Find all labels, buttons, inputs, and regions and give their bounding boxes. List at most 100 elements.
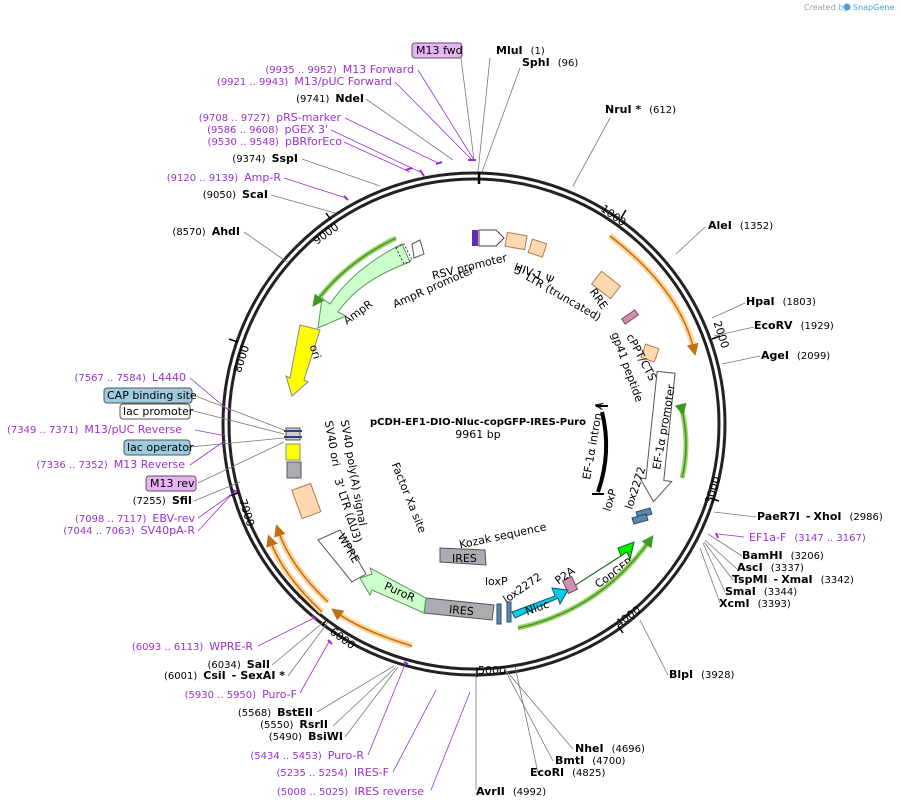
svg-text:CAP binding site: CAP binding site bbox=[107, 389, 197, 402]
svg-text:M13 rev: M13 rev bbox=[150, 477, 195, 490]
ef1a-intron-arc bbox=[596, 411, 609, 493]
enzyme-bsteii[interactable]: (5568)BstEII bbox=[238, 706, 313, 719]
loxp-1-label: loxP bbox=[600, 487, 619, 513]
factor-xa-label: Factor Xa site bbox=[389, 461, 429, 535]
loxp-2-label: loxP bbox=[485, 575, 508, 588]
primer-m13-puc-forward[interactable]: (9921 .. 9943)M13/pUC Forward bbox=[217, 75, 392, 88]
primer-wpre-r[interactable]: (6093 .. 6113)WPRE-R bbox=[132, 640, 253, 653]
snapgene-logo-icon bbox=[843, 3, 851, 11]
ires-1-label: IRES bbox=[452, 552, 477, 565]
enzyme-ecorv[interactable]: EcoRV(1929) bbox=[754, 319, 834, 332]
tick-3000: 3000 bbox=[702, 475, 723, 506]
enzyme-xcmi[interactable]: XcmI(3393) bbox=[719, 597, 791, 610]
tick-5000: 5000 bbox=[478, 664, 506, 677]
primer-puro-r[interactable]: (5434 .. 5453)Puro-R bbox=[250, 749, 364, 762]
enzyme-ahdi[interactable]: (8570)AhdI bbox=[172, 225, 240, 238]
badge-cap-binding-site[interactable]: CAP binding site bbox=[103, 387, 197, 404]
primer-prs-marker[interactable]: (9708 .. 9727)pRS-marker bbox=[199, 111, 342, 124]
primer-pgex-3[interactable]: (9586 .. 9608)pGEX 3' bbox=[207, 123, 328, 136]
tick-9000: 9000 bbox=[311, 220, 341, 247]
kozak-label: Kozak sequence bbox=[458, 520, 548, 551]
gp41-marker bbox=[621, 309, 639, 325]
enzyme-sali[interactable]: (6034)SalI bbox=[208, 658, 270, 671]
enzyme-scai[interactable]: (9050)ScaI bbox=[203, 188, 268, 201]
credit-text: Created by bbox=[804, 3, 848, 12]
badge-lac-operator[interactable]: lac operator bbox=[123, 439, 194, 456]
primer-sv40pa-r[interactable]: (7044 .. 7063)SV40pA-R bbox=[63, 524, 195, 537]
primer-ires-f[interactable]: (5235 .. 5254)IRES-F bbox=[276, 766, 389, 779]
leader-lines bbox=[193, 57, 761, 790]
enzyme-ecori[interactable]: EcoRI(4825) bbox=[530, 766, 606, 779]
ires-1-box bbox=[439, 547, 487, 566]
enzyme-paer7i[interactable]: PaeR7I-XhoI(2986) bbox=[757, 510, 883, 523]
primer-ebv-rev[interactable]: (7098 .. 7117)EBV-rev bbox=[75, 512, 195, 525]
enzyme-alei[interactable]: AleI(1352) bbox=[708, 219, 773, 232]
primer-pbrforeco[interactable]: (9530 .. 9548)pBRforEco bbox=[208, 135, 343, 148]
enzyme-hpai[interactable]: HpaI(1803) bbox=[746, 295, 816, 308]
p2a-marker bbox=[561, 575, 579, 595]
rsv-promoter-arrow bbox=[478, 229, 505, 247]
enzyme-sspi[interactable]: (9374)SspI bbox=[232, 152, 298, 165]
enzyme-smai[interactable]: SmaI(3344) bbox=[725, 585, 797, 598]
primer-ires-reverse[interactable]: (5008 .. 5025)IRES reverse bbox=[277, 785, 424, 798]
enzyme-nrui[interactable]: NruI *(612) bbox=[605, 103, 676, 116]
ires-2-label: IRES bbox=[448, 603, 474, 618]
primer-m13-forward[interactable]: (9935 .. 9952)M13 Forward bbox=[265, 63, 414, 76]
sv40-ori-box bbox=[285, 443, 301, 461]
enzyme-sfii[interactable]: (7255)SfiI bbox=[133, 494, 192, 507]
enzyme-bsiwi[interactable]: (5490)BsiWI bbox=[269, 730, 343, 743]
enzyme-nhei[interactable]: NheI(4696) bbox=[575, 742, 645, 755]
enzyme-blpi[interactable]: BlpI(3928) bbox=[669, 668, 734, 681]
backbone-outer bbox=[221, 171, 727, 677]
primer-l4440[interactable]: (7567 .. 7584)L4440 bbox=[74, 371, 186, 384]
tick-4000: 4000 bbox=[613, 603, 643, 630]
m13-site-marker bbox=[472, 230, 478, 246]
backbone-inner bbox=[227, 177, 721, 671]
ori-arrow bbox=[285, 324, 321, 397]
plasmid-length: 9961 bp bbox=[455, 428, 500, 441]
enzyme-bmti[interactable]: BmtI(4700) bbox=[555, 754, 626, 767]
badge-m13-fwd[interactable]: M13 fwd bbox=[411, 42, 463, 59]
primer-ef1a-f[interactable]: EF1a-F(3147 .. 3167) bbox=[749, 531, 866, 544]
primer-m13-reverse[interactable]: (7336 .. 7352)M13 Reverse bbox=[36, 458, 185, 471]
snapgene-credit: Created by SnapGene bbox=[804, 3, 894, 12]
ori-label: ori bbox=[307, 343, 324, 361]
primer-m13-puc-reverse[interactable]: (7349 .. 7371)M13/pUC Reverse bbox=[7, 423, 182, 436]
enzyme-mlui[interactable]: MluI(1) bbox=[496, 44, 545, 57]
enzyme-csii[interactable]: (6001)CsiI-SexAI * bbox=[164, 669, 285, 682]
copgfp-arrow bbox=[570, 541, 635, 589]
primer-ticks bbox=[227, 159, 719, 665]
primer-amp-r[interactable]: (9120 .. 9139)Amp-R bbox=[167, 171, 282, 184]
svg-text:lac promoter: lac promoter bbox=[123, 405, 194, 418]
enzyme-avrii[interactable]: AvrII(4992) bbox=[476, 785, 546, 798]
svg-text:M13 fwd: M13 fwd bbox=[416, 44, 463, 57]
plasmid-name: pCDH-EF1-DIO-Nluc-copGFP-IRES-Puro bbox=[370, 417, 586, 428]
nluc-arrow bbox=[511, 587, 569, 619]
ltr-5-box bbox=[504, 231, 528, 251]
credit-brand: SnapGene bbox=[853, 3, 894, 12]
hiv-psi-box bbox=[527, 238, 548, 258]
ltr-3-box bbox=[291, 482, 322, 520]
enzyme-bamhi[interactable]: BamHI(3206) bbox=[742, 549, 824, 562]
ef1a-promoter-arrow bbox=[638, 370, 676, 503]
badge-lac-promoter[interactable]: lac promoter bbox=[119, 403, 194, 420]
enzyme-tspmi[interactable]: TspMI-XmaI(3342) bbox=[732, 573, 854, 586]
primer-puro-f[interactable]: (5930 .. 5950)Puro-F bbox=[185, 688, 297, 701]
enzyme-rsrii[interactable]: (5550)RsrII bbox=[260, 718, 328, 731]
enzyme-ndei[interactable]: (9741)NdeI bbox=[296, 92, 364, 105]
rre-box bbox=[590, 270, 622, 300]
enzyme-asci[interactable]: AscI(3337) bbox=[737, 561, 804, 574]
enzyme-sphi[interactable]: SphI(96) bbox=[522, 56, 578, 69]
lox-2-marker bbox=[506, 601, 512, 623]
badge-m13-rev[interactable]: M13 rev bbox=[145, 475, 197, 492]
nluc-label: Nluc bbox=[524, 598, 551, 619]
sv40-small-box bbox=[285, 427, 301, 441]
ampr-arrow bbox=[317, 243, 411, 329]
lox2272-1-label: lox2272 bbox=[622, 465, 648, 511]
primer-leaders bbox=[189, 69, 745, 791]
svg-text:lac operator: lac operator bbox=[127, 441, 194, 454]
sv40-polya-box bbox=[286, 461, 302, 479]
enzyme-agei[interactable]: AgeI(2099) bbox=[761, 349, 830, 362]
wpre-box bbox=[317, 529, 367, 583]
